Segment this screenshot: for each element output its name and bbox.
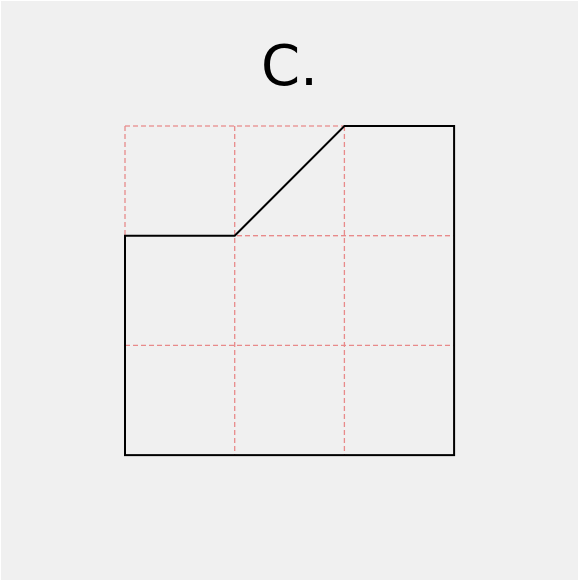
shape-outline	[124, 125, 456, 457]
shape-outline-group	[124, 125, 456, 457]
option-label: C.	[261, 34, 318, 99]
dashed-grid	[124, 125, 455, 456]
